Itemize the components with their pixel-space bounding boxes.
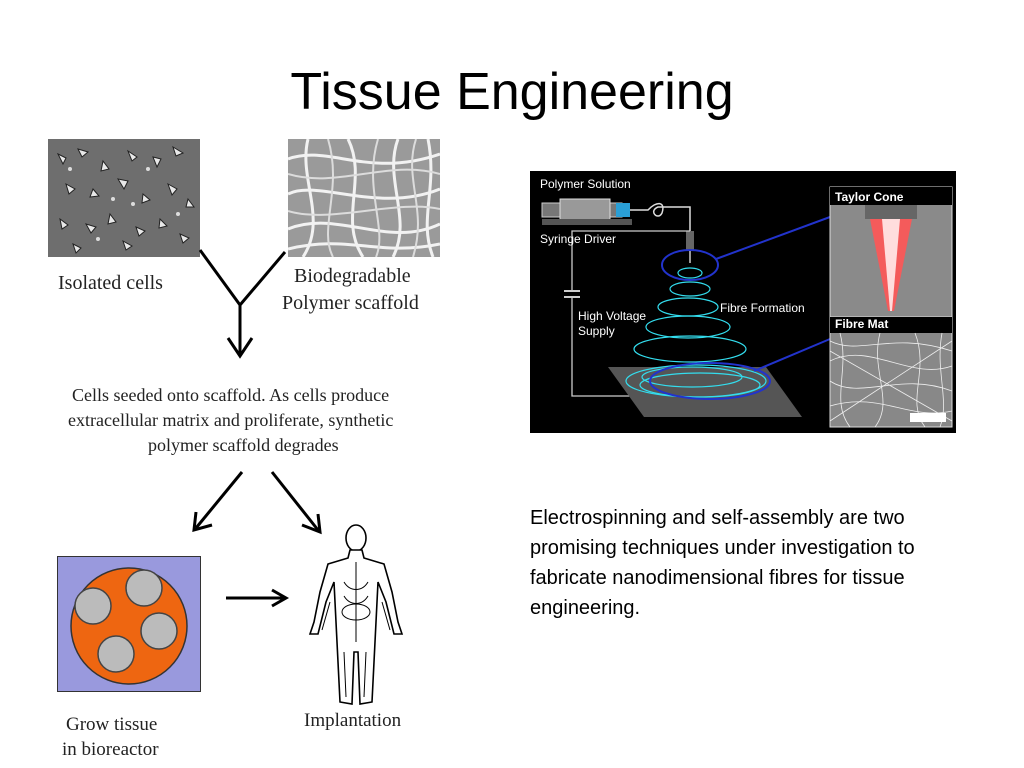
grow-tissue-label-line1: Grow tissue [66,714,158,735]
bioreactor-image [57,556,201,692]
supply-label: Supply [578,324,615,338]
polymer-solution-label: Polymer Solution [540,177,631,191]
syringe-icon [541,198,632,225]
high-voltage-label: High Voltage [578,309,647,323]
fibre-mat-label: Fibre Mat [835,317,889,331]
electrospinning-diagram: Polymer Solution Syringe Driver High Vol… [530,171,956,433]
body-paragraph: Electrospinning and self-assembly are tw… [530,507,915,619]
isolated-cells-image [48,139,200,257]
fibre-formation-label: Fibre Formation [720,301,805,315]
seeded-text-line3: polymer scaffold degrades [148,435,339,455]
scaffold-label-line1: Biodegradable [294,265,411,287]
isolated-cells-label: Isolated cells [58,272,163,294]
seeded-text-line1: Cells seeded onto scaffold. As cells pro… [72,385,390,405]
implantation-label: Implantation [304,710,402,731]
flow-arrows [192,249,322,608]
slide-title: Tissue Engineering [290,63,734,121]
syringe-driver-label: Syringe Driver [540,232,617,246]
grow-tissue-label-line2: in bioreactor [62,739,159,760]
seeded-text-line2: extracellular matrix and proliferate, sy… [68,410,394,430]
human-figure-image [300,522,412,712]
taylor-cone-label: Taylor Cone [835,190,904,204]
polymer-scaffold-image [288,139,440,257]
scaffold-label-line2: Polymer scaffold [282,292,419,314]
